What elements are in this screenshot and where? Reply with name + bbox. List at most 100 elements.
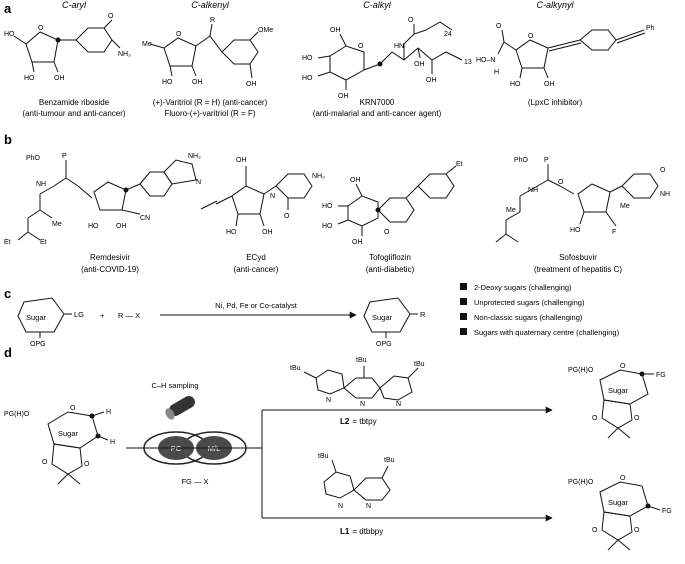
atom-hooh: HO–N: [476, 57, 495, 64]
c-opg-label: OPG: [30, 341, 46, 348]
atom-o-11: O: [660, 167, 666, 174]
d-l2-tbu-1: tBu: [290, 365, 301, 372]
atom-oh-4: OH: [330, 27, 341, 34]
d-ligand-l1: tBu tBu N N L1= dtbbpy: [318, 453, 395, 536]
d-o-label: O: [70, 405, 76, 412]
structure-krn7000: OH HO HO OH O HN O 24 OH OH 13: [302, 17, 472, 100]
atom-ho-2: HO: [24, 75, 35, 82]
atom-ome-1: OMe: [258, 27, 273, 34]
d-h-label-1: H: [106, 409, 111, 416]
atom-hn-1: HN: [394, 43, 404, 50]
d-product-lower: PG(H)O O Sugar FG O O: [568, 475, 672, 551]
atom-o-2: O: [108, 13, 114, 20]
structure-benzamide-riboside: HO O HO OH O NH₂: [4, 13, 131, 82]
atom-o-1: O: [38, 25, 44, 32]
atom-ph-1: Ph: [646, 25, 655, 32]
d-o-label-2: O: [42, 459, 48, 466]
structure-varitriol: Me O HO OH R OMe OH: [142, 17, 273, 88]
atom-p-1: P: [62, 153, 67, 160]
atom-pho-2: PhO: [514, 157, 529, 164]
header-c-alkynyl: C-alkynyl: [536, 0, 574, 10]
c-starting-sugar: Sugar LG OPG: [17, 297, 84, 348]
compound-activity-benzamide: (anti-tumour and anti-cancer): [22, 109, 125, 118]
d-h-label-2: H: [110, 439, 115, 446]
compound-activity-sofosbuvir: (treatment of hepatitis C): [534, 265, 622, 274]
c-rx-label: R — X: [118, 311, 140, 320]
header-c-alkyl: C-alkyl: [363, 0, 392, 10]
atom-oh-13: OH: [352, 239, 363, 246]
atom-ho-8: HO: [226, 229, 237, 236]
d-up-o-2: O: [592, 415, 598, 422]
d-pgho-label: PG(H)O: [4, 411, 30, 418]
d-l1-n-1: N: [338, 503, 343, 510]
d-up-o-3: O: [634, 415, 640, 422]
atom-oh-12: OH: [350, 177, 361, 184]
compound-name-tofogliflozin: Tofogliflozin: [369, 253, 411, 262]
c-legend: 2-Deoxy sugars (challenging) Unprotected…: [460, 283, 620, 337]
atom-et-3: Et: [456, 161, 463, 168]
c-plus: +: [100, 311, 105, 320]
atom-cn-1: CN: [140, 215, 150, 222]
atom-et-1: Et: [4, 239, 11, 246]
atom-f-1: F: [612, 229, 616, 236]
panel-a: a C-aryl C-alkenyl C-alkyl C-alkynyl HO …: [4, 0, 655, 118]
panel-b: b PhO P NH Me Et Et HO: [4, 132, 670, 274]
d-up-sugar: Sugar: [608, 386, 629, 395]
panel-a-letter: a: [4, 1, 12, 16]
compound-activity-tofogliflozin: (anti-diabetic): [366, 265, 415, 274]
panel-d-letter: d: [4, 345, 12, 360]
d-product-upper: PG(H)O O Sugar FG O O: [568, 363, 666, 439]
d-l2-n-2: N: [360, 401, 365, 408]
atom-nh2-3: NH₂: [312, 173, 325, 180]
atom-c13: 13: [464, 59, 472, 66]
c-product-sugar: Sugar R OPG: [363, 297, 426, 348]
panel-c: c Sugar LG OPG + R — X Ni, Pd, Fe or Co-…: [4, 283, 620, 348]
c-product-sugar-label: Sugar: [372, 313, 393, 322]
compound-activity-krn7000: (anti-malarial and anti-cancer agent): [313, 109, 442, 118]
legend-item-3: Non-classic sugars (challenging): [474, 313, 583, 322]
d-sugar-label: Sugar: [58, 429, 79, 438]
d-low-fg: FG: [662, 508, 672, 515]
d-fgx-label: FG — X: [181, 477, 208, 486]
compound-name-lpxc: (LpxC inhibitor): [528, 98, 583, 107]
structure-remdesivir: PhO P NH Me Et Et HO OH CN NH₂ N: [4, 153, 201, 246]
atom-oh-9: OH: [116, 223, 127, 230]
atom-nh-3: NH: [660, 191, 670, 198]
atom-me-2: Me: [52, 221, 62, 228]
compound-name-remdesivir: Remdesivir: [90, 253, 130, 262]
atom-ho-11: HO: [570, 227, 581, 234]
legend-marker-3: [460, 313, 467, 320]
atom-o-5: O: [408, 17, 414, 24]
atom-o-3: O: [176, 31, 182, 38]
panel-c-letter: c: [4, 286, 11, 301]
d-catalytic-system: C–H sampling PC M/L FG — X: [143, 381, 247, 486]
atom-nh-2: NH: [528, 187, 538, 194]
atom-nh2-2: NH₂: [188, 153, 201, 160]
atom-oh-3: OH: [246, 81, 257, 88]
atom-oh-10: OH: [236, 157, 247, 164]
atom-oh-7: OH: [426, 77, 437, 84]
atom-o-10: O: [558, 179, 564, 186]
legend-marker-2: [460, 298, 467, 305]
d-low-o-2: O: [592, 527, 598, 534]
d-low-o: O: [620, 475, 626, 482]
c-sugar-label: Sugar: [26, 313, 47, 322]
compound-name-benzamide: Benzamide riboside: [39, 98, 110, 107]
structure-sofosbuvir: PhO P NH Me O HO F Me O NH: [495, 157, 670, 243]
d-low-o-3: O: [634, 527, 640, 534]
d-up-fg: FG: [656, 372, 666, 379]
atom-oh-6: OH: [414, 61, 425, 68]
atom-oh-5: OH: [338, 93, 349, 100]
flashlight-icon: [165, 396, 195, 420]
d-l2-caption: L2= tbtpy: [340, 417, 377, 426]
atom-n-2: N: [270, 193, 275, 200]
atom-c24: 24: [444, 31, 452, 38]
compound-activity-varitriol: Fluoro-(+)-varitriol (R = F): [164, 109, 255, 118]
atom-me-1: Me: [142, 41, 152, 48]
d-l1-tbu-2: tBu: [384, 457, 395, 464]
legend-marker-1: [460, 283, 467, 290]
atom-o-9: O: [384, 229, 390, 236]
d-l1-tbu-1: tBu: [318, 453, 329, 460]
compound-name-ecyd: ECyd: [246, 253, 266, 262]
atom-oh-11: OH: [262, 229, 273, 236]
